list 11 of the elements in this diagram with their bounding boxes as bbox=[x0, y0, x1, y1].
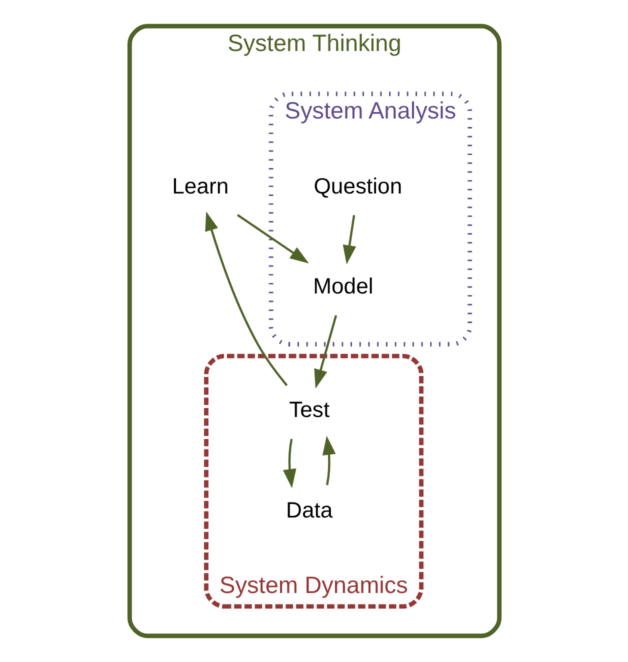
node-text: Data bbox=[286, 497, 332, 522]
node-text: Learn bbox=[172, 173, 228, 198]
arrow bbox=[314, 315, 337, 389]
arrow bbox=[322, 436, 336, 486]
node-text: Test bbox=[288, 397, 330, 422]
node-text: Model bbox=[312, 273, 373, 298]
arrow bbox=[204, 212, 288, 386]
arrow bbox=[282, 438, 296, 488]
arrow bbox=[342, 215, 356, 264]
arrow bbox=[236, 214, 308, 264]
node-text: Question bbox=[313, 173, 402, 198]
